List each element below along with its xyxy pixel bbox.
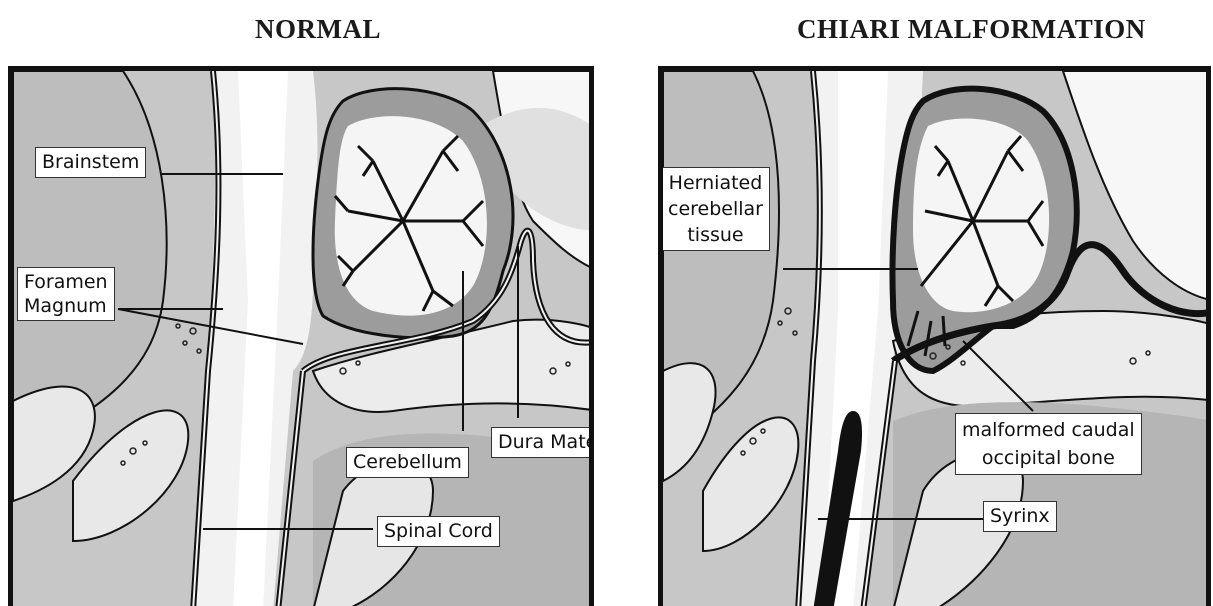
chiari-anatomy-panel: Herniated cerebellar tissue malformed ca… bbox=[658, 66, 1211, 606]
chiari-heading: CHIARI MALFORMATION bbox=[797, 14, 1146, 45]
label-dura-mater: Dura Mater bbox=[491, 427, 594, 458]
label-malformed-line2: occipital bone bbox=[962, 444, 1135, 472]
label-foramen-line2: Magnum bbox=[24, 294, 108, 318]
normal-anatomy-panel: Brainstem Foramen Magnum Cerebellum Dura… bbox=[8, 66, 594, 606]
label-foramen-line1: Foramen bbox=[24, 270, 108, 294]
label-cerebellum: Cerebellum bbox=[346, 447, 469, 478]
label-herniated-line2: cerebellar bbox=[668, 196, 763, 222]
label-brainstem: Brainstem bbox=[35, 147, 146, 178]
label-foramen-magnum: Foramen Magnum bbox=[17, 267, 115, 321]
label-herniated-line1: Herniated bbox=[668, 170, 763, 196]
chiari-anatomy-illustration bbox=[663, 71, 1211, 606]
label-malformed-line1: malformed caudal bbox=[962, 416, 1135, 444]
label-malformed-caudal-occipital-bone: malformed caudal occipital bone bbox=[955, 413, 1142, 475]
label-syrinx: Syrinx bbox=[983, 501, 1057, 532]
normal-heading: NORMAL bbox=[255, 14, 381, 45]
label-spinal-cord: Spinal Cord bbox=[377, 516, 500, 547]
label-herniated-line3: tissue bbox=[668, 222, 763, 248]
label-herniated-cerebellar-tissue: Herniated cerebellar tissue bbox=[661, 167, 770, 251]
